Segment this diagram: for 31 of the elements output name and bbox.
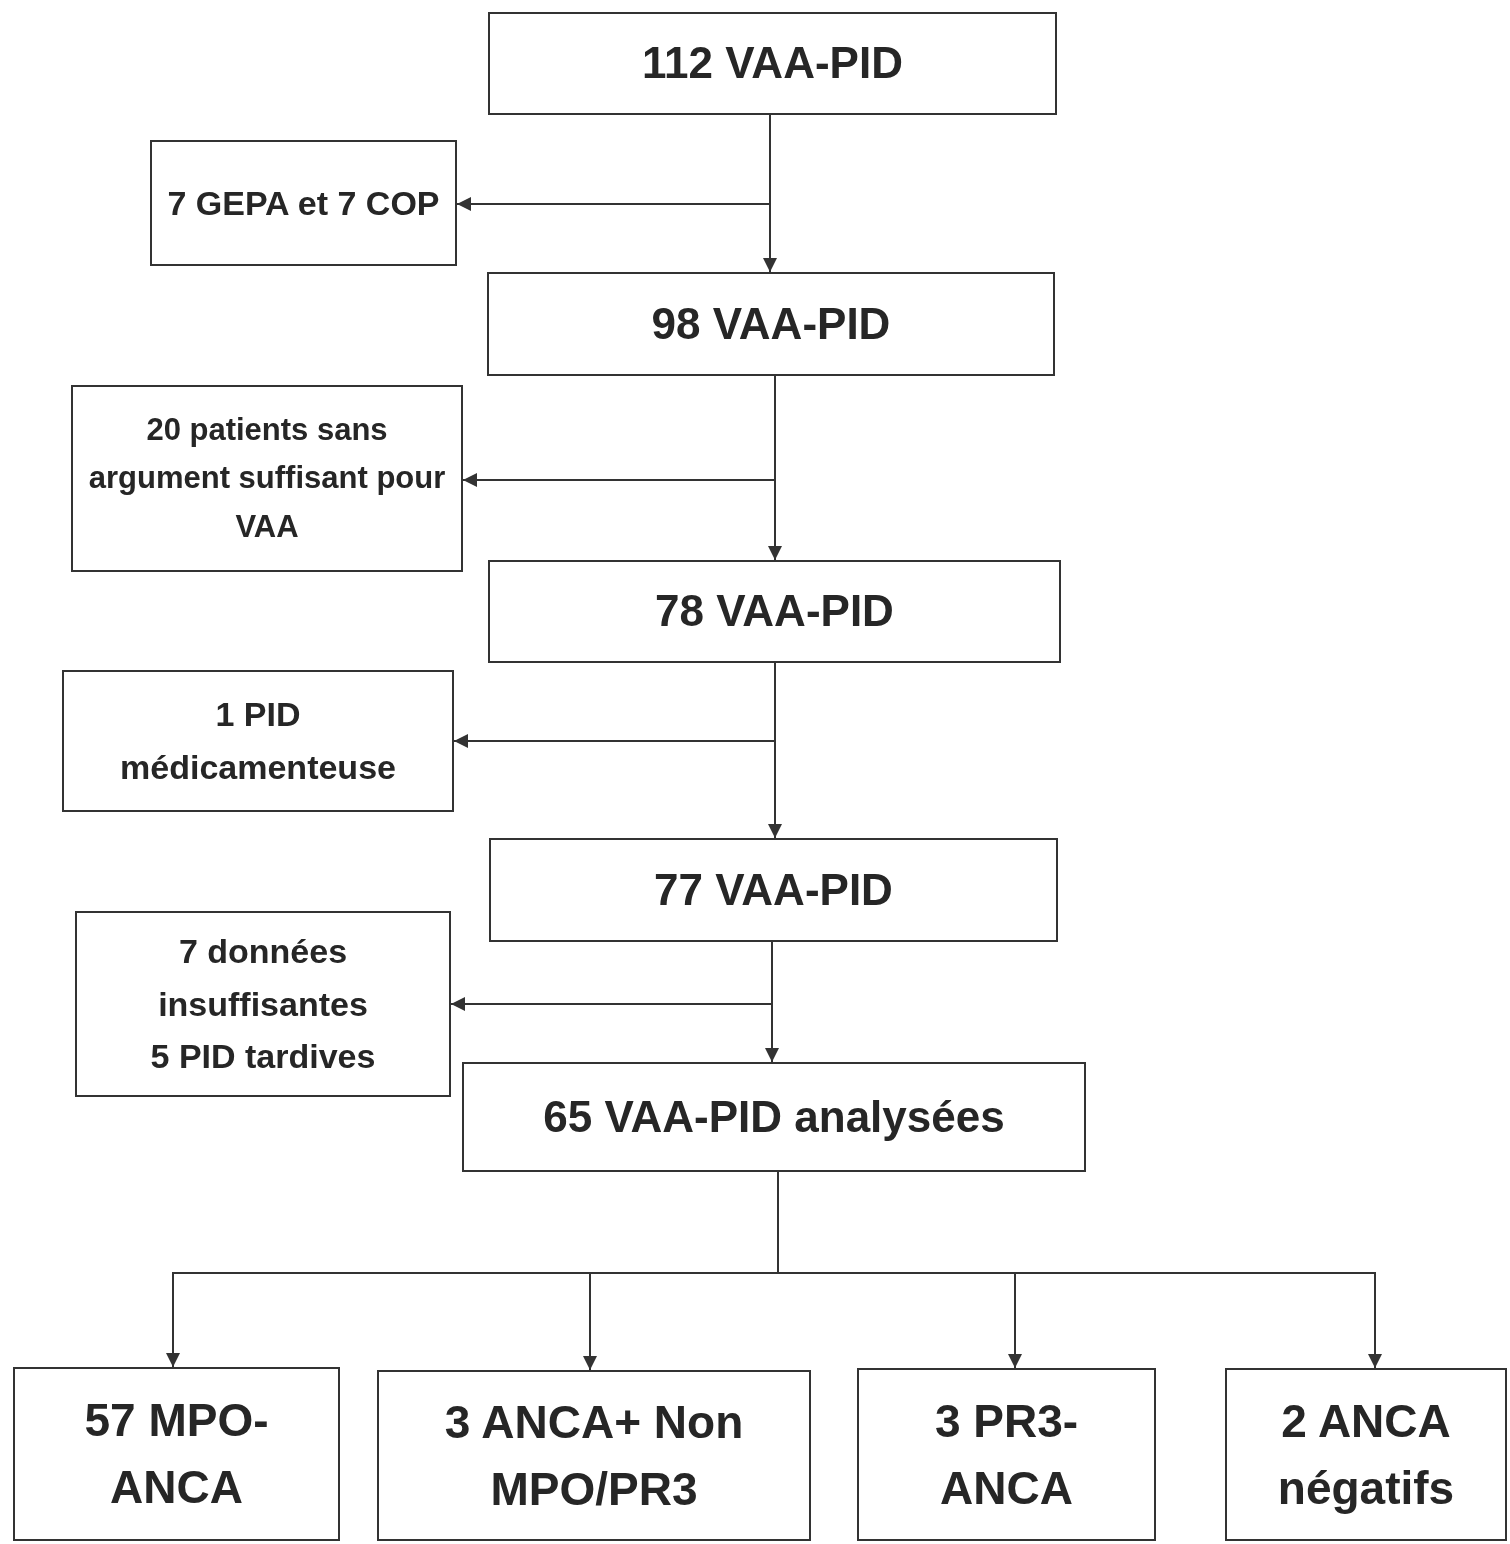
process-box bbox=[488, 560, 1061, 663]
arrow bbox=[768, 662, 782, 839]
box-text: 78 VAA-PID bbox=[655, 585, 894, 638]
arrow bbox=[763, 114, 777, 273]
box-text: 3 PR3-ANCA bbox=[933, 1393, 1080, 1516]
box-text: 1 PID médicamenteuse bbox=[119, 694, 397, 788]
process-box bbox=[488, 12, 1057, 115]
box-text: 7 GEPA et 7 COP bbox=[167, 182, 440, 224]
process-box bbox=[487, 272, 1055, 376]
process-box bbox=[13, 1367, 340, 1541]
process-box bbox=[489, 838, 1058, 942]
process-box bbox=[857, 1368, 1156, 1541]
exclusion-box bbox=[71, 385, 463, 572]
box-text: 77 VAA-PID bbox=[654, 863, 893, 916]
process-box bbox=[1225, 1368, 1507, 1541]
box-text: 7 données insuffisantes bbox=[157, 930, 369, 1025]
box-text: 65 VAA-PID analysées bbox=[543, 1090, 1005, 1143]
process-box bbox=[462, 1062, 1086, 1172]
box-text: 20 patients sans argument suffisant pour VAA bbox=[87, 411, 447, 546]
box-text: 98 VAA-PID bbox=[651, 297, 891, 350]
box-text: 2 ANCA négatifs bbox=[1276, 1393, 1456, 1516]
exclusion-box bbox=[75, 911, 451, 1097]
box-text: 57 MPO-ANCA bbox=[83, 1393, 270, 1515]
box-text: 3 ANCA+ Non MPO/PR3 bbox=[443, 1394, 745, 1517]
exclusion-box bbox=[62, 670, 454, 812]
exclusion-box bbox=[150, 140, 457, 266]
process-box bbox=[377, 1370, 811, 1541]
box-text: 112 VAA-PID bbox=[642, 37, 903, 90]
box-text: 5 PID tardives bbox=[150, 1036, 376, 1078]
arrow bbox=[768, 375, 782, 561]
arrow bbox=[765, 941, 779, 1063]
